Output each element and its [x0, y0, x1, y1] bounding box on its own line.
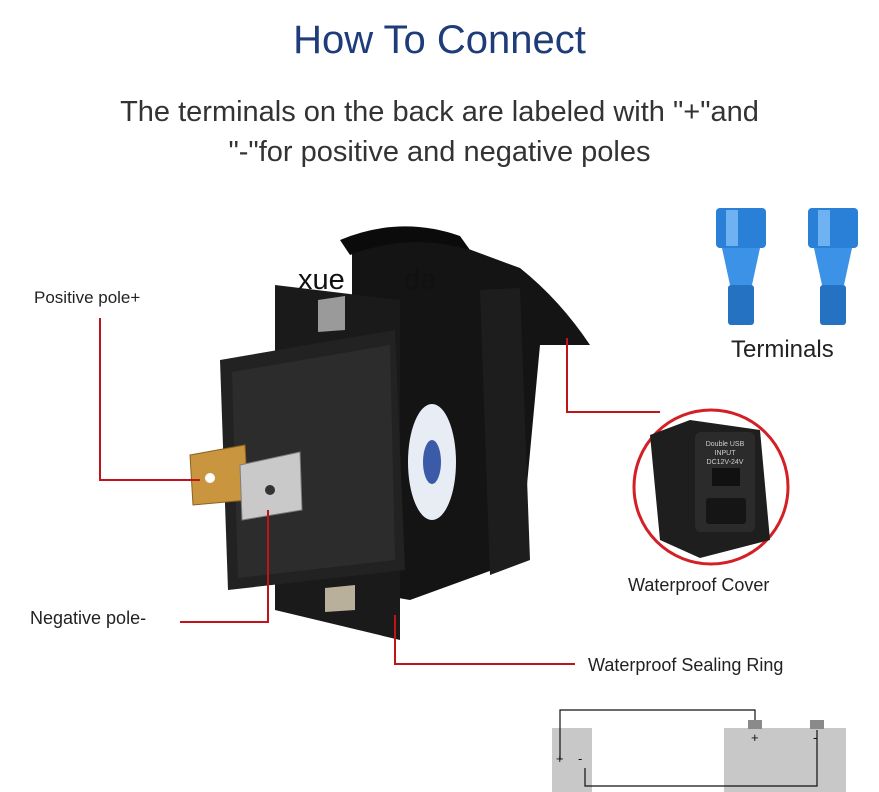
rocker-switch-image	[220, 226, 590, 640]
subtitle-line-2: "-"for positive and negative poles	[228, 136, 651, 168]
battery-minus-sign: -	[813, 730, 817, 745]
terminals-image	[716, 208, 858, 325]
watermark-part-2: da	[404, 264, 437, 296]
switch-cover-side	[480, 288, 530, 575]
switch-logo-mark	[423, 440, 441, 484]
negative-spade-hole	[265, 485, 275, 495]
bottom-clip	[325, 585, 355, 612]
subtitle: The terminals on the back are labeled wi…	[0, 92, 879, 172]
subtitle-line-1: The terminals on the back are labeled wi…	[120, 96, 759, 128]
blue-terminal-right	[808, 208, 858, 325]
negative-pole-label: Negative pole-	[30, 608, 147, 628]
blue-terminal-left	[716, 208, 766, 325]
battery-block	[724, 728, 846, 792]
positive-wire	[559, 709, 756, 760]
cover-leader-line	[566, 338, 660, 413]
waterproof-sealing-ring-label: Waterproof Sealing Ring	[588, 655, 784, 675]
switch-body-face	[232, 345, 395, 578]
negative-wire	[584, 730, 818, 787]
spade-terminals	[189, 444, 303, 521]
battery-positive-post	[748, 720, 762, 729]
cover-inset-line-2: INPUT	[715, 450, 737, 457]
positive-spade-terminal	[189, 444, 249, 506]
switch-plus-sign: +	[556, 751, 564, 766]
switch-back-housing	[352, 237, 590, 600]
positive-leader-line	[99, 318, 200, 481]
leader-lines	[99, 318, 660, 665]
top-clip	[318, 296, 345, 332]
switch-bezel-top	[340, 226, 470, 255]
switch-minus-sign: -	[578, 751, 582, 766]
watermark-part-1: xue	[298, 264, 345, 296]
positive-spade-hole	[205, 473, 215, 483]
cover-inset-line-3: DC12V-24V	[707, 459, 744, 466]
sealing-ring-leader-line	[394, 615, 575, 665]
battery-plus-sign: +	[751, 730, 759, 745]
positive-pole-label: Positive pole+	[34, 288, 141, 307]
negative-leader-line	[180, 510, 269, 623]
waterproof-cover-label: Waterproof Cover	[628, 575, 770, 595]
wiring-diagram: + - + -	[552, 709, 846, 792]
battery-negative-post	[810, 720, 824, 729]
page-title: How To Connect	[293, 18, 586, 62]
terminals-label: Terminals	[731, 336, 834, 363]
cover-inset-line-1: Double USB	[706, 441, 745, 448]
waterproof-cover-inset: Double USB INPUT DC12V-24V	[632, 408, 790, 566]
